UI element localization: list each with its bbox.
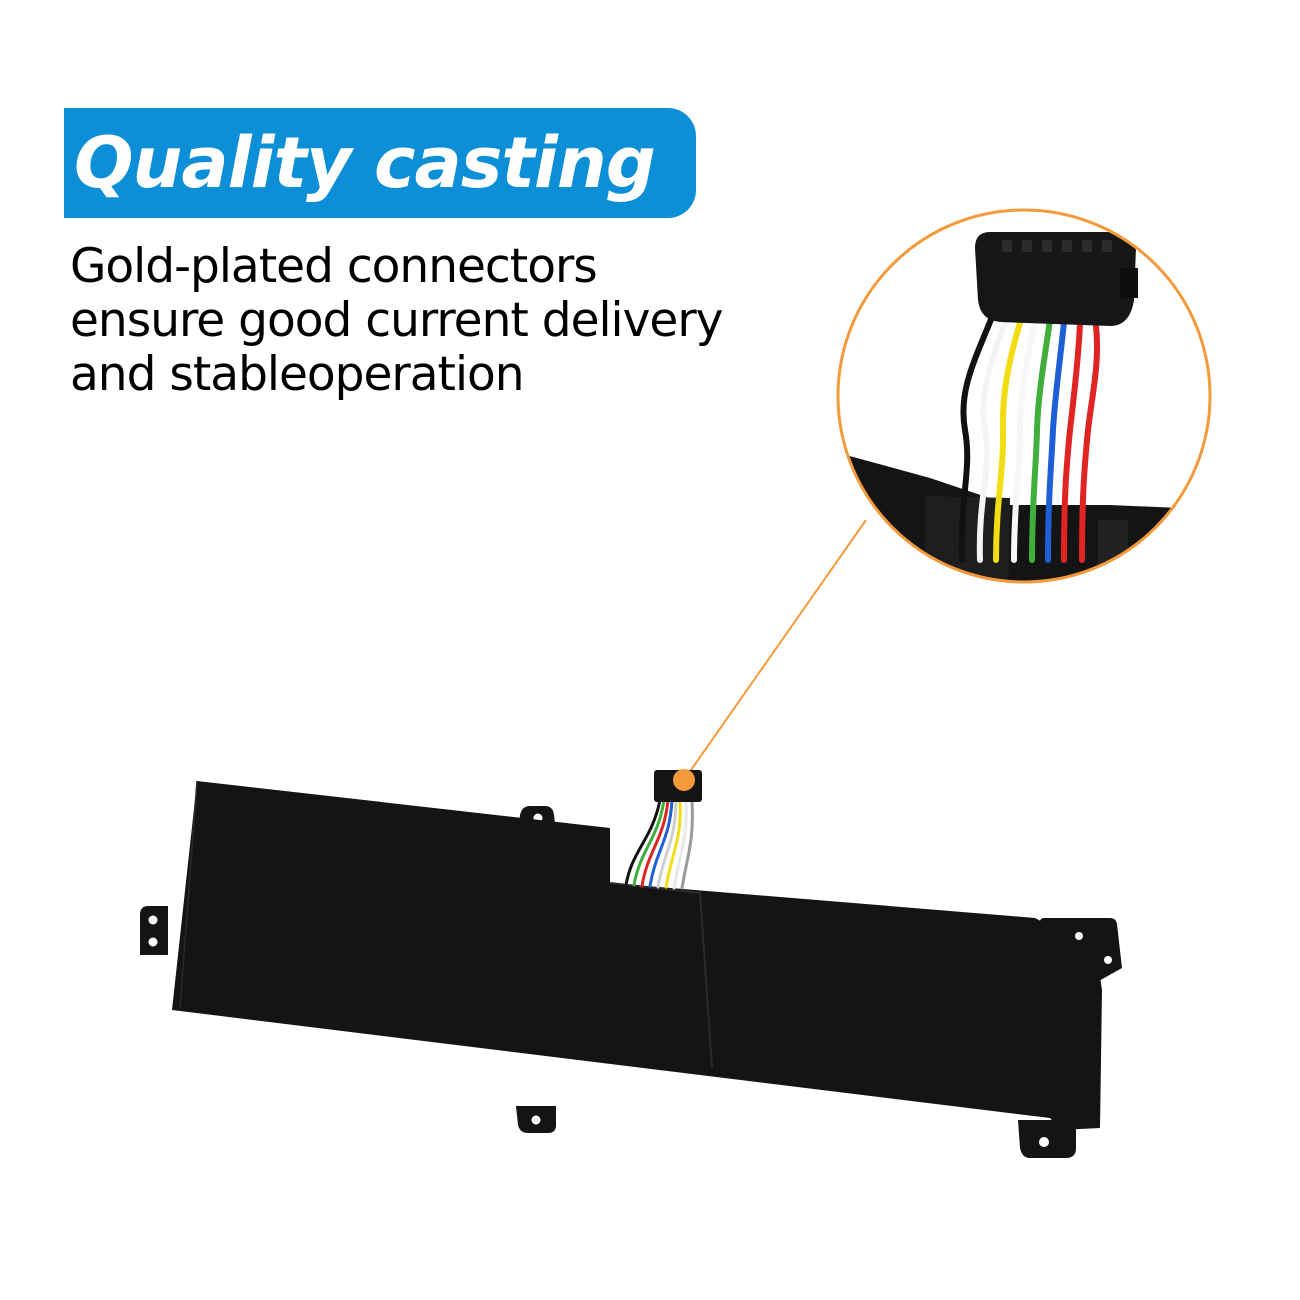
callout-leader-line	[683, 519, 867, 781]
description-line-3: and stableoperation	[70, 347, 525, 402]
zoom-wires	[958, 309, 1101, 563]
battery-body	[172, 781, 1102, 1130]
zoom-callout	[836, 208, 1212, 584]
title-banner: Quality casting	[64, 108, 696, 218]
description-line-2: ensure good current delivery	[70, 293, 723, 348]
battery-icon	[140, 780, 1122, 1158]
description-line-1: Gold-plated connectors	[70, 239, 598, 294]
description: Gold-plated connectors ensure good curre…	[70, 240, 830, 402]
cable-bundle	[624, 798, 694, 890]
banner-title: Quality casting	[74, 122, 656, 204]
connector-highlight-dot	[673, 769, 695, 791]
